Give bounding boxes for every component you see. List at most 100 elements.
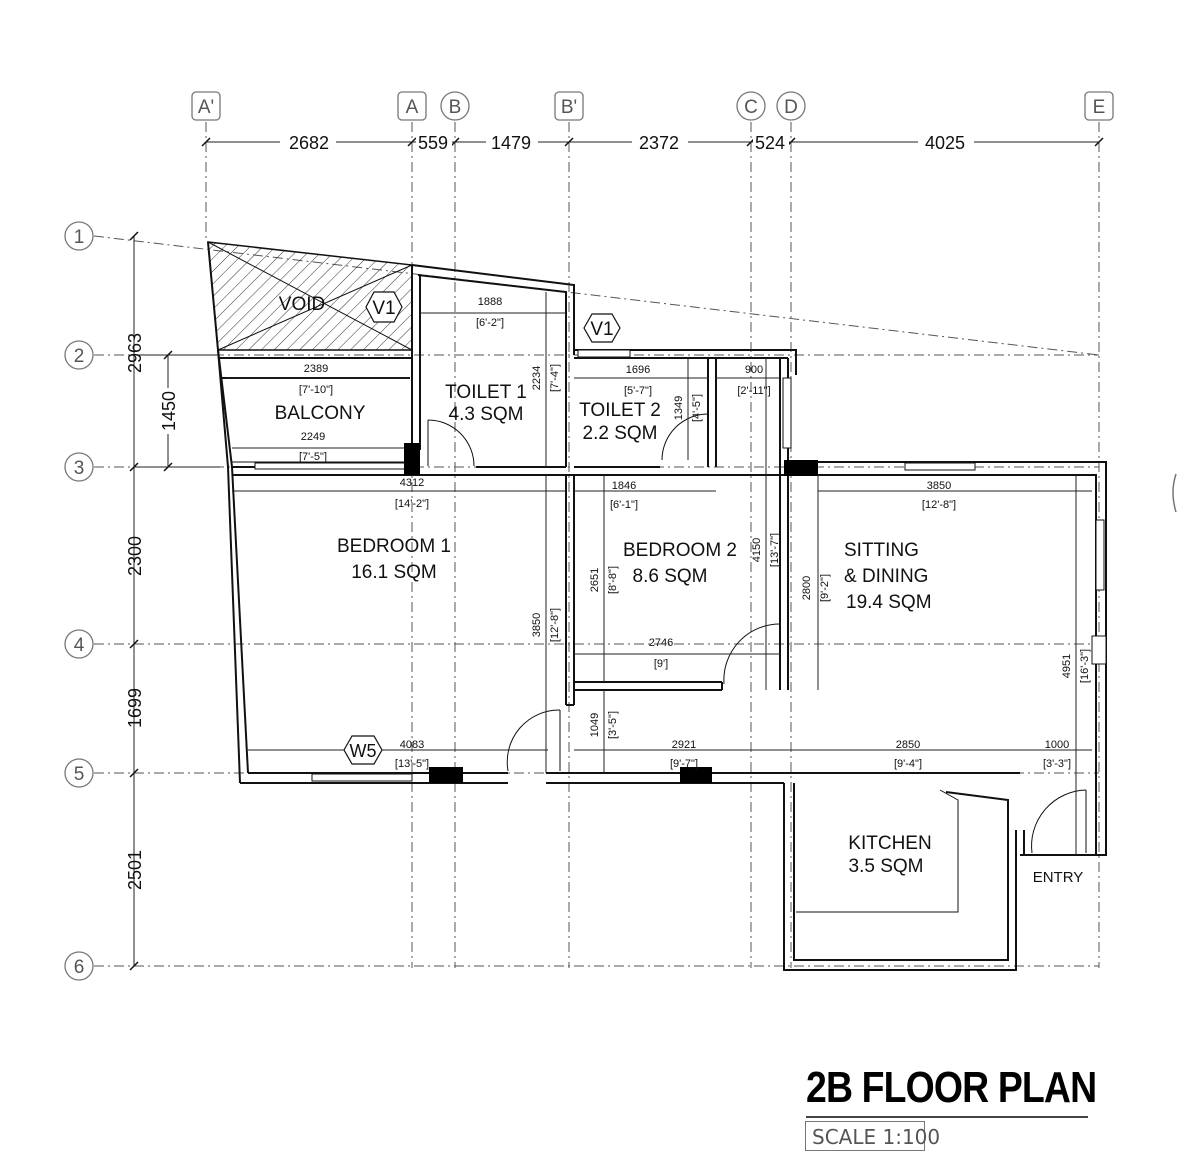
- tag-v1-b: V1: [583, 313, 621, 343]
- svg-text:[16'-3"]: [16'-3"]: [1079, 649, 1091, 683]
- svg-text:[3'-5"]: [3'-5"]: [607, 711, 619, 739]
- axis-bubble-3: 3: [64, 452, 94, 482]
- windows: [254, 349, 1107, 782]
- dim-top-2372: 2372: [639, 133, 679, 153]
- bedroom2-name: BEDROOM 2: [623, 540, 737, 561]
- right-edge-mark: [1172, 473, 1177, 513]
- title-underline: [806, 1116, 1088, 1118]
- axis-bubble-b-prime: B': [554, 91, 584, 121]
- dim-top-2682: 2682: [289, 133, 329, 153]
- row-axis-bubbles: 1 2 3 4 5 6: [64, 221, 94, 981]
- svg-text:[4'-5"]: [4'-5"]: [691, 394, 703, 422]
- dim-left-2300: 2300: [125, 536, 145, 576]
- svg-text:2389: 2389: [304, 363, 328, 375]
- interior-dimension-texts: 1888 [6'-2"] 2389 [7'-10"] 2249 [7'-5"] …: [299, 296, 1091, 770]
- svg-text:2800: 2800: [801, 576, 813, 600]
- svg-text:V1: V1: [372, 298, 395, 319]
- svg-text:A': A': [198, 97, 214, 118]
- sitting-name: SITTING: [844, 540, 919, 561]
- axis-bubble-b: B: [440, 91, 470, 121]
- svg-text:D: D: [784, 97, 798, 118]
- svg-text:[3'-3"]: [3'-3"]: [1043, 758, 1071, 770]
- element-tags: V1 V1 W5: [343, 291, 621, 765]
- balcony-label: BALCONY: [275, 403, 366, 424]
- svg-text:[12'-8"]: [12'-8"]: [922, 499, 956, 511]
- svg-text:[5'-7"]: [5'-7"]: [624, 385, 652, 397]
- svg-text:2651: 2651: [589, 568, 601, 592]
- svg-text:2850: 2850: [896, 739, 920, 751]
- dim-left-1450: 1450: [159, 391, 179, 431]
- top-dimension-chain: 2682 559 1479 2372 524 4025: [201, 132, 1104, 153]
- dim-left-2963: 2963: [125, 333, 145, 373]
- svg-text:3: 3: [74, 458, 85, 479]
- svg-text:2234: 2234: [531, 366, 543, 390]
- svg-text:A: A: [406, 97, 419, 118]
- dim-left-2501: 2501: [125, 850, 145, 890]
- toilet2-area: 2.2 SQM: [583, 423, 658, 444]
- svg-text:1049: 1049: [589, 713, 601, 737]
- axis-bubble-2: 2: [64, 340, 94, 370]
- svg-text:900: 900: [745, 364, 763, 376]
- svg-text:3850: 3850: [531, 613, 543, 637]
- svg-text:C: C: [744, 97, 758, 118]
- svg-text:4: 4: [74, 635, 85, 656]
- svg-text:1888: 1888: [478, 296, 502, 308]
- svg-text:6: 6: [74, 957, 85, 978]
- svg-text:[7'-4"]: [7'-4"]: [549, 364, 561, 392]
- bedroom1-area: 16.1 SQM: [351, 562, 437, 583]
- svg-text:4951: 4951: [1061, 654, 1073, 678]
- svg-text:2: 2: [74, 346, 85, 367]
- entry-label: ENTRY: [1033, 869, 1084, 886]
- dim-top-559: 559: [418, 133, 448, 153]
- drawing-title: 2B FLOOR PLAN: [806, 1063, 1097, 1112]
- dining-name: & DINING: [844, 566, 928, 587]
- axis-bubble-1: 1: [64, 221, 94, 251]
- svg-text:[12'-8"]: [12'-8"]: [549, 608, 561, 642]
- svg-text:V1: V1: [590, 319, 613, 340]
- tag-w5: W5: [343, 735, 383, 765]
- svg-text:[9'-2"]: [9'-2"]: [819, 574, 831, 602]
- svg-text:2746: 2746: [649, 637, 673, 649]
- toilet2-name: TOILET 2: [579, 400, 661, 421]
- tag-v1-a: V1: [365, 291, 403, 323]
- kitchen-area: 3.5 SQM: [849, 856, 924, 877]
- axis-bubble-a-prime: A': [191, 91, 221, 121]
- axis-bubble-6: 6: [64, 951, 94, 981]
- dim-top-4025: 4025: [925, 133, 965, 153]
- column-axis-bubbles: A' A B B' C D E: [191, 91, 1114, 121]
- axis-bubble-e: E: [1084, 91, 1114, 121]
- room-labels: VOID BALCONY TOILET 1 4.3 SQM TOILET 2 2…: [275, 294, 1084, 886]
- walls: [207, 241, 1107, 971]
- dim-top-524: 524: [755, 133, 785, 153]
- svg-text:2921: 2921: [672, 739, 696, 751]
- svg-text:4083: 4083: [400, 739, 424, 751]
- scale-label: SCALE 1:100: [805, 1121, 940, 1151]
- svg-text:[8'-8"]: [8'-8"]: [607, 566, 619, 594]
- svg-text:[9'-4"]: [9'-4"]: [894, 758, 922, 770]
- svg-text:1696: 1696: [626, 364, 650, 376]
- svg-text:4150: 4150: [751, 538, 763, 562]
- void-label: VOID: [279, 294, 325, 315]
- svg-text:[9']: [9']: [654, 658, 668, 670]
- void-area: [207, 241, 413, 351]
- axis-bubble-d: D: [776, 91, 806, 121]
- svg-text:1846: 1846: [612, 480, 636, 492]
- dim-top-1479: 1479: [491, 133, 531, 153]
- toilet1-name: TOILET 1: [445, 382, 527, 403]
- svg-text:[7'-5"]: [7'-5"]: [299, 451, 327, 463]
- axis-bubble-a: A: [397, 91, 427, 121]
- svg-text:[2'-11"]: [2'-11"]: [737, 385, 770, 397]
- svg-text:3850: 3850: [927, 480, 951, 492]
- svg-text:B': B': [561, 97, 577, 118]
- svg-text:5: 5: [74, 764, 85, 785]
- door-swings: [427, 413, 1087, 854]
- sitting-area: 19.4 SQM: [846, 592, 932, 613]
- kitchen-name: KITCHEN: [848, 833, 931, 854]
- interior-dimension-lines: [226, 292, 1092, 855]
- dim-left-1699: 1699: [125, 688, 145, 728]
- svg-text:[6'-2"]: [6'-2"]: [476, 317, 504, 329]
- svg-text:1349: 1349: [673, 396, 685, 420]
- svg-text:[13'-5"]: [13'-5"]: [395, 758, 429, 770]
- svg-text:1000: 1000: [1045, 739, 1069, 751]
